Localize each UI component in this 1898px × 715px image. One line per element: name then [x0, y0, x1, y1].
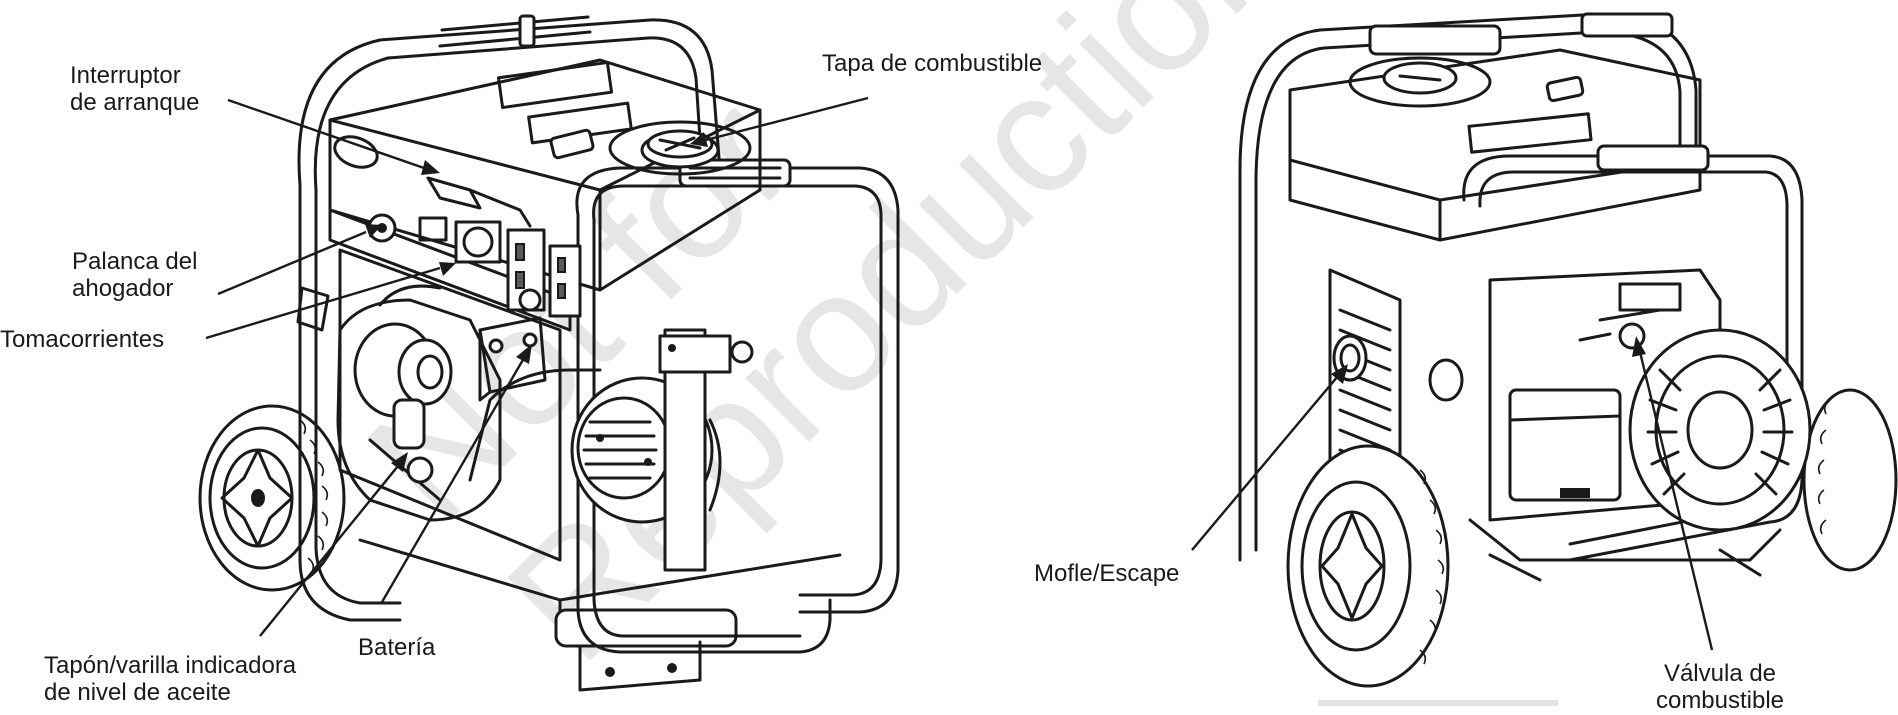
callout-start-switch: Interruptor de arranque	[70, 62, 199, 116]
callout-choke-lever-line-2: ahogador	[72, 275, 174, 302]
callout-oil-dipstick-line-2: de nivel de aceite	[44, 679, 231, 706]
callout-oil-dipstick-line-1: Tapón/varilla indicadora	[44, 652, 297, 679]
left-wheel	[198, 404, 346, 592]
fuel-cap-drawing	[608, 120, 752, 176]
leader-lines	[205, 96, 1714, 651]
callout-muffler-line-1: Mofle/Escape	[1034, 560, 1180, 587]
callout-outlets-line-1: Tomacorrientes	[0, 326, 165, 353]
callout-battery-line-1: Batería	[358, 634, 436, 661]
callout-fuel-valve-line-1: Válvula de	[1663, 660, 1777, 687]
callout-start-switch-line-1: Interruptor	[70, 62, 181, 89]
callout-start-switch-line-2: de arranque	[70, 89, 200, 116]
callout-fuel-valve: Válvula de combustible	[1630, 660, 1810, 714]
callout-outlets: Tomacorrientes	[0, 326, 164, 353]
fuel-valve-drawing	[1578, 308, 1662, 350]
callout-fuel-cap: Tapa de combustible	[822, 50, 1042, 77]
engine-drawing	[296, 284, 502, 522]
callout-choke-lever: Palanca del ahogador	[72, 248, 197, 302]
callout-choke-lever-line-1: Palanca del	[72, 248, 198, 275]
right-generator-illustration	[1238, 12, 1898, 706]
control-panel-drawing	[328, 135, 582, 562]
callout-oil-dipstick: Tapón/varilla indicadora de nivel de ace…	[44, 652, 296, 706]
right-wheel	[1286, 444, 1450, 688]
callout-fuel-valve-line-2: combustible	[1655, 687, 1785, 714]
callout-muffler: Mofle/Escape	[1034, 560, 1179, 587]
left-generator-illustration	[198, 14, 900, 692]
callout-fuel-cap-line-1: Tapa de combustible	[822, 50, 1043, 77]
alternator-drawing	[468, 328, 754, 572]
callout-battery: Batería	[358, 634, 435, 661]
